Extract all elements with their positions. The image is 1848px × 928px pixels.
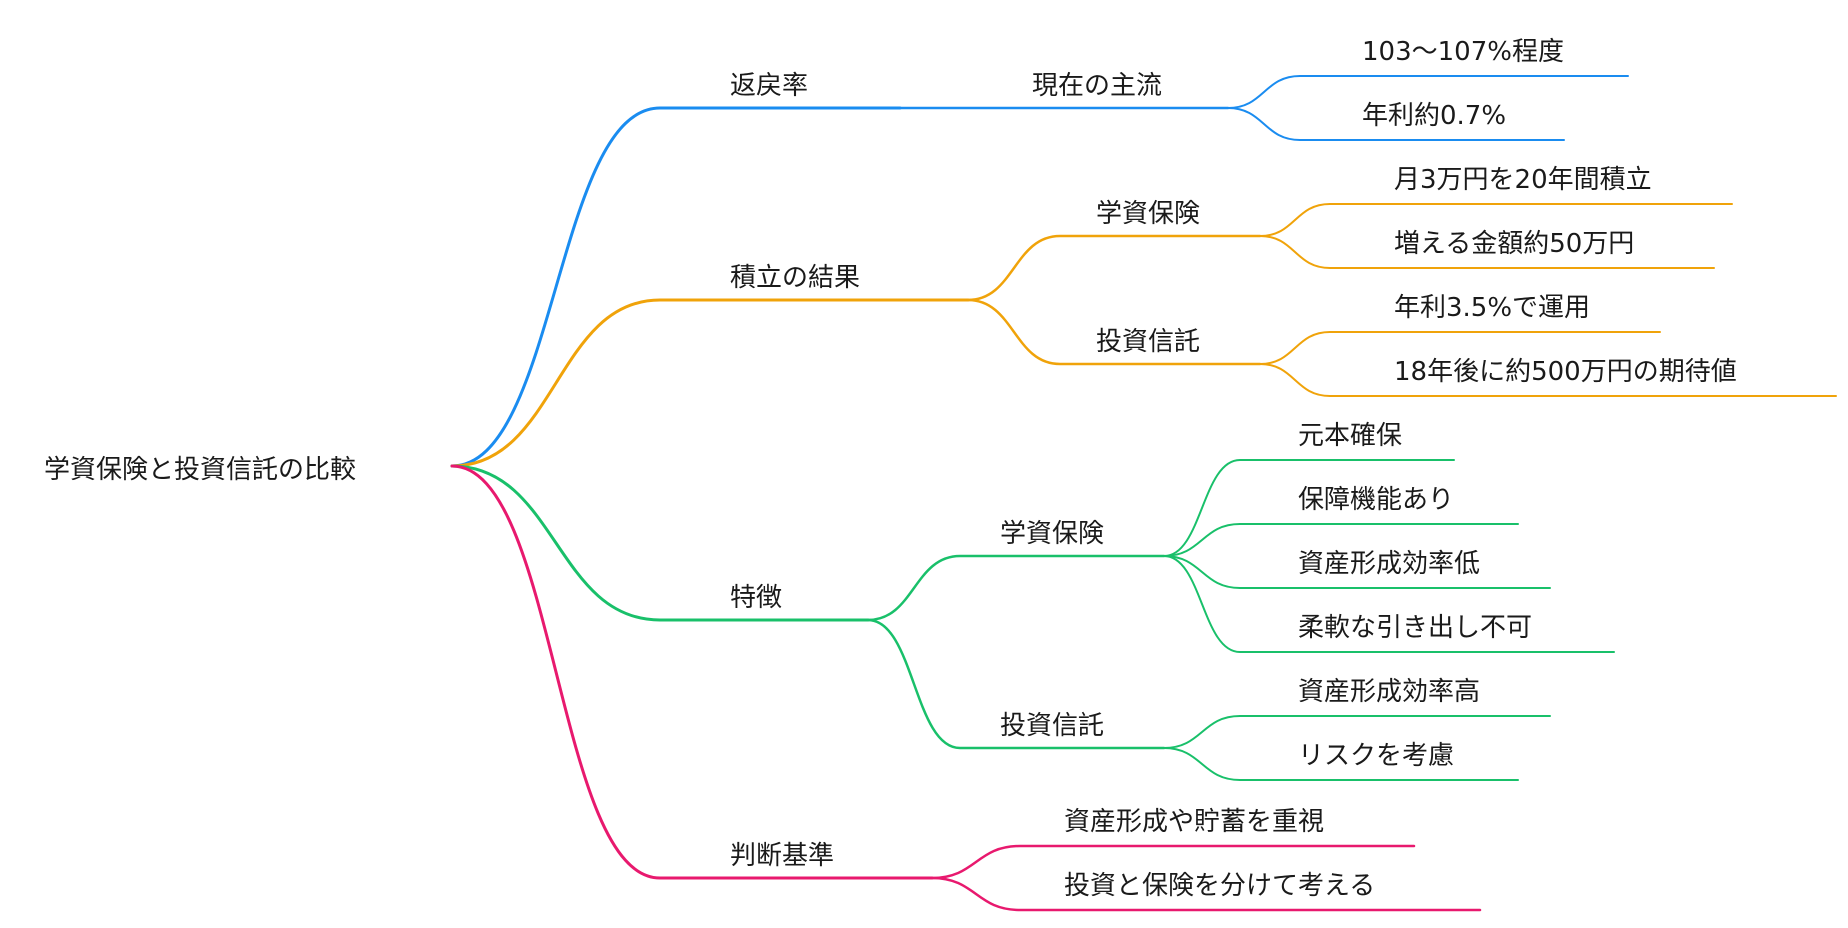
leaf-risk: リスクを考慮: [1298, 741, 1454, 771]
edge-leaf-increase: [1259, 235, 1715, 269]
edge-criteria-separate: [930, 876, 1482, 912]
edge-leaf-annual-rate: [1227, 107, 1565, 141]
edge-root-features: [450, 464, 870, 622]
leaf-increase: 増える金額約50万円: [1394, 229, 1634, 259]
branch-criteria: 判断基準: [730, 841, 834, 871]
edge-leaf-expected: [1259, 363, 1837, 397]
edge-leaf-annual-3-5: [1259, 331, 1661, 365]
branch-result: 積立の結果: [730, 263, 860, 293]
return-current: 現在の主流: [1032, 71, 1162, 101]
leaf-no-withdraw: 柔軟な引き出し不可: [1298, 613, 1532, 643]
result-fund: 投資信託: [1096, 327, 1200, 357]
features-fund: 投資信託: [1000, 711, 1104, 741]
branch-return: 返戻率: [730, 71, 808, 101]
features-insurance: 学資保険: [1000, 519, 1104, 549]
leaf-return-rate: 103〜107%程度: [1362, 37, 1564, 67]
edge-result-fund: [966, 298, 1262, 366]
mindmap-edges: [450, 75, 1837, 912]
leaf-protection: 保障機能あり: [1298, 485, 1454, 515]
leaf-annual-3-5: 年利3.5%で運用: [1394, 293, 1590, 323]
edge-features-fund: [866, 618, 1166, 750]
edge-criteria-asset: [930, 844, 1416, 880]
leaf-annual-rate: 年利約0.7%: [1362, 101, 1506, 131]
edge-root-result: [450, 298, 970, 468]
leaf-monthly-saving: 月3万円を20年間積立: [1394, 165, 1652, 195]
edge-leaf-high-eff: [1163, 715, 1551, 749]
edge-result-insurance: [966, 234, 1262, 302]
edge-leaf-low-eff: [1163, 555, 1551, 589]
result-insurance: 学資保険: [1096, 199, 1200, 229]
mindmap-labels: 学資保険と投資信託の比較 返戻率 積立の結果 特徴 判断基準 現在の主流 学資保…: [44, 37, 1737, 901]
edge-leaf-principal: [1163, 459, 1455, 557]
branch-features: 特徴: [730, 583, 782, 613]
edge-leaf-risk: [1163, 747, 1519, 781]
edge-root-return: [450, 106, 902, 468]
edge-root-criteria: [450, 464, 934, 880]
edge-features-insurance: [866, 554, 1166, 622]
leaf-low-efficiency: 資産形成効率低: [1298, 549, 1480, 579]
criteria-separate: 投資と保険を分けて考える: [1064, 871, 1375, 901]
edge-leaf-protection: [1163, 523, 1519, 557]
root-node: 学資保険と投資信託の比較: [44, 455, 356, 485]
edge-leaf-return-rate: [1227, 75, 1629, 109]
criteria-asset: 資産形成や貯蓄を重視: [1064, 807, 1324, 837]
leaf-expected: 18年後に約500万円の期待値: [1394, 357, 1737, 387]
edge-leaf-no-withdraw: [1163, 555, 1615, 653]
edge-leaf-monthly: [1259, 203, 1733, 237]
leaf-high-efficiency: 資産形成効率高: [1298, 677, 1480, 707]
leaf-principal: 元本確保: [1298, 421, 1402, 451]
